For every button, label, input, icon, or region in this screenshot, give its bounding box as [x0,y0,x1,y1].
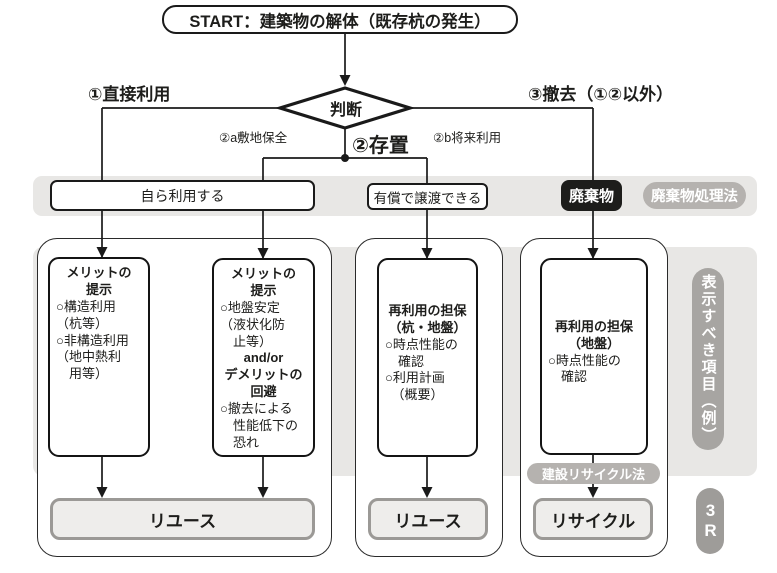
branch2b-label: ②b将来利用 [433,131,502,145]
branch2a-label: ②a敷地保全 [219,131,288,145]
arrow-into-decision-icon [339,75,351,86]
display-items-pill: 表示すべき項目（例） [692,268,724,450]
waste-law-pill: 廃棄物処理法 [643,182,746,209]
recycle-outcome: リサイクル [533,498,653,540]
arrow-into-box-a-icon [96,247,108,258]
detail-body: ○構造利用 （杭等） ○非構造利用 （地中熱利 用等） [56,298,129,382]
detail-body: ○時点性能の 確認 ○利用計画 （概要） [385,336,458,403]
detail-box-direct-left: メリットの 提示 ○構造利用 （杭等） ○非構造利用 （地中熱利 用等） [48,257,150,457]
arrow-into-box-b-icon [257,248,269,259]
transfer-box: 有償で譲渡できる [367,183,488,210]
andor-connector: and/or [243,350,284,366]
arrow-into-box-c-icon [421,248,433,259]
arrow-heads [96,75,599,498]
waste-box: 廃棄物 [561,180,622,211]
arrow-into-reuse2-icon [421,487,433,498]
arrow-into-reuse1-right-icon [257,487,269,498]
decision-label: 判断 [329,102,362,119]
detail-box-direct-right: メリットの 提示 ○地盤安定 （液状化防 止等） and/or デメリットの 回… [212,258,315,457]
junction-dot [341,154,349,162]
reuse-outcome-2: リユース [368,498,488,540]
detail-heading-2: デメリットの 回避 [224,367,303,400]
detail-box-preserve: 再利用の担保 （杭・地盤） ○時点性能の 確認 ○利用計画 （概要） [377,258,478,457]
detail-heading: メリットの 提示 [66,265,132,297]
three-r-pill: 3R [696,488,724,554]
start-node: START：建築物の解体（既存杭の発生） [162,5,518,34]
decision-diamond [274,86,416,130]
reuse-outcome-1: リユース [50,498,315,540]
self-use-box: 自ら利用する [50,180,315,211]
recycle-law-pill: 建設リサイクル法 [527,463,660,484]
detail-body: ○時点性能の 確認 [548,352,621,385]
detail-heading: 再利用の担保 （地盤） [554,318,633,351]
detail-heading: メリットの 提示 [230,266,296,298]
detail-body: ○地盤安定 （液状化防 止等） [220,299,286,349]
arrow-into-box-d-icon [587,248,599,259]
branch1-label: ①直接利用 [88,85,171,104]
arrow-into-recycle-icon [587,487,599,498]
detail-box-removal: 再利用の担保 （地盤） ○時点性能の 確認 [540,258,648,455]
arrow-into-reuse1-left-icon [96,487,108,498]
detail-body-2: ○撤去による 性能低下の 恐れ [220,401,299,450]
branch3-label: ③撤去（①②以外） [528,85,674,104]
detail-heading: 再利用の担保 （杭・地盤） [388,302,467,335]
branch2-label: ②存置 [352,135,409,157]
